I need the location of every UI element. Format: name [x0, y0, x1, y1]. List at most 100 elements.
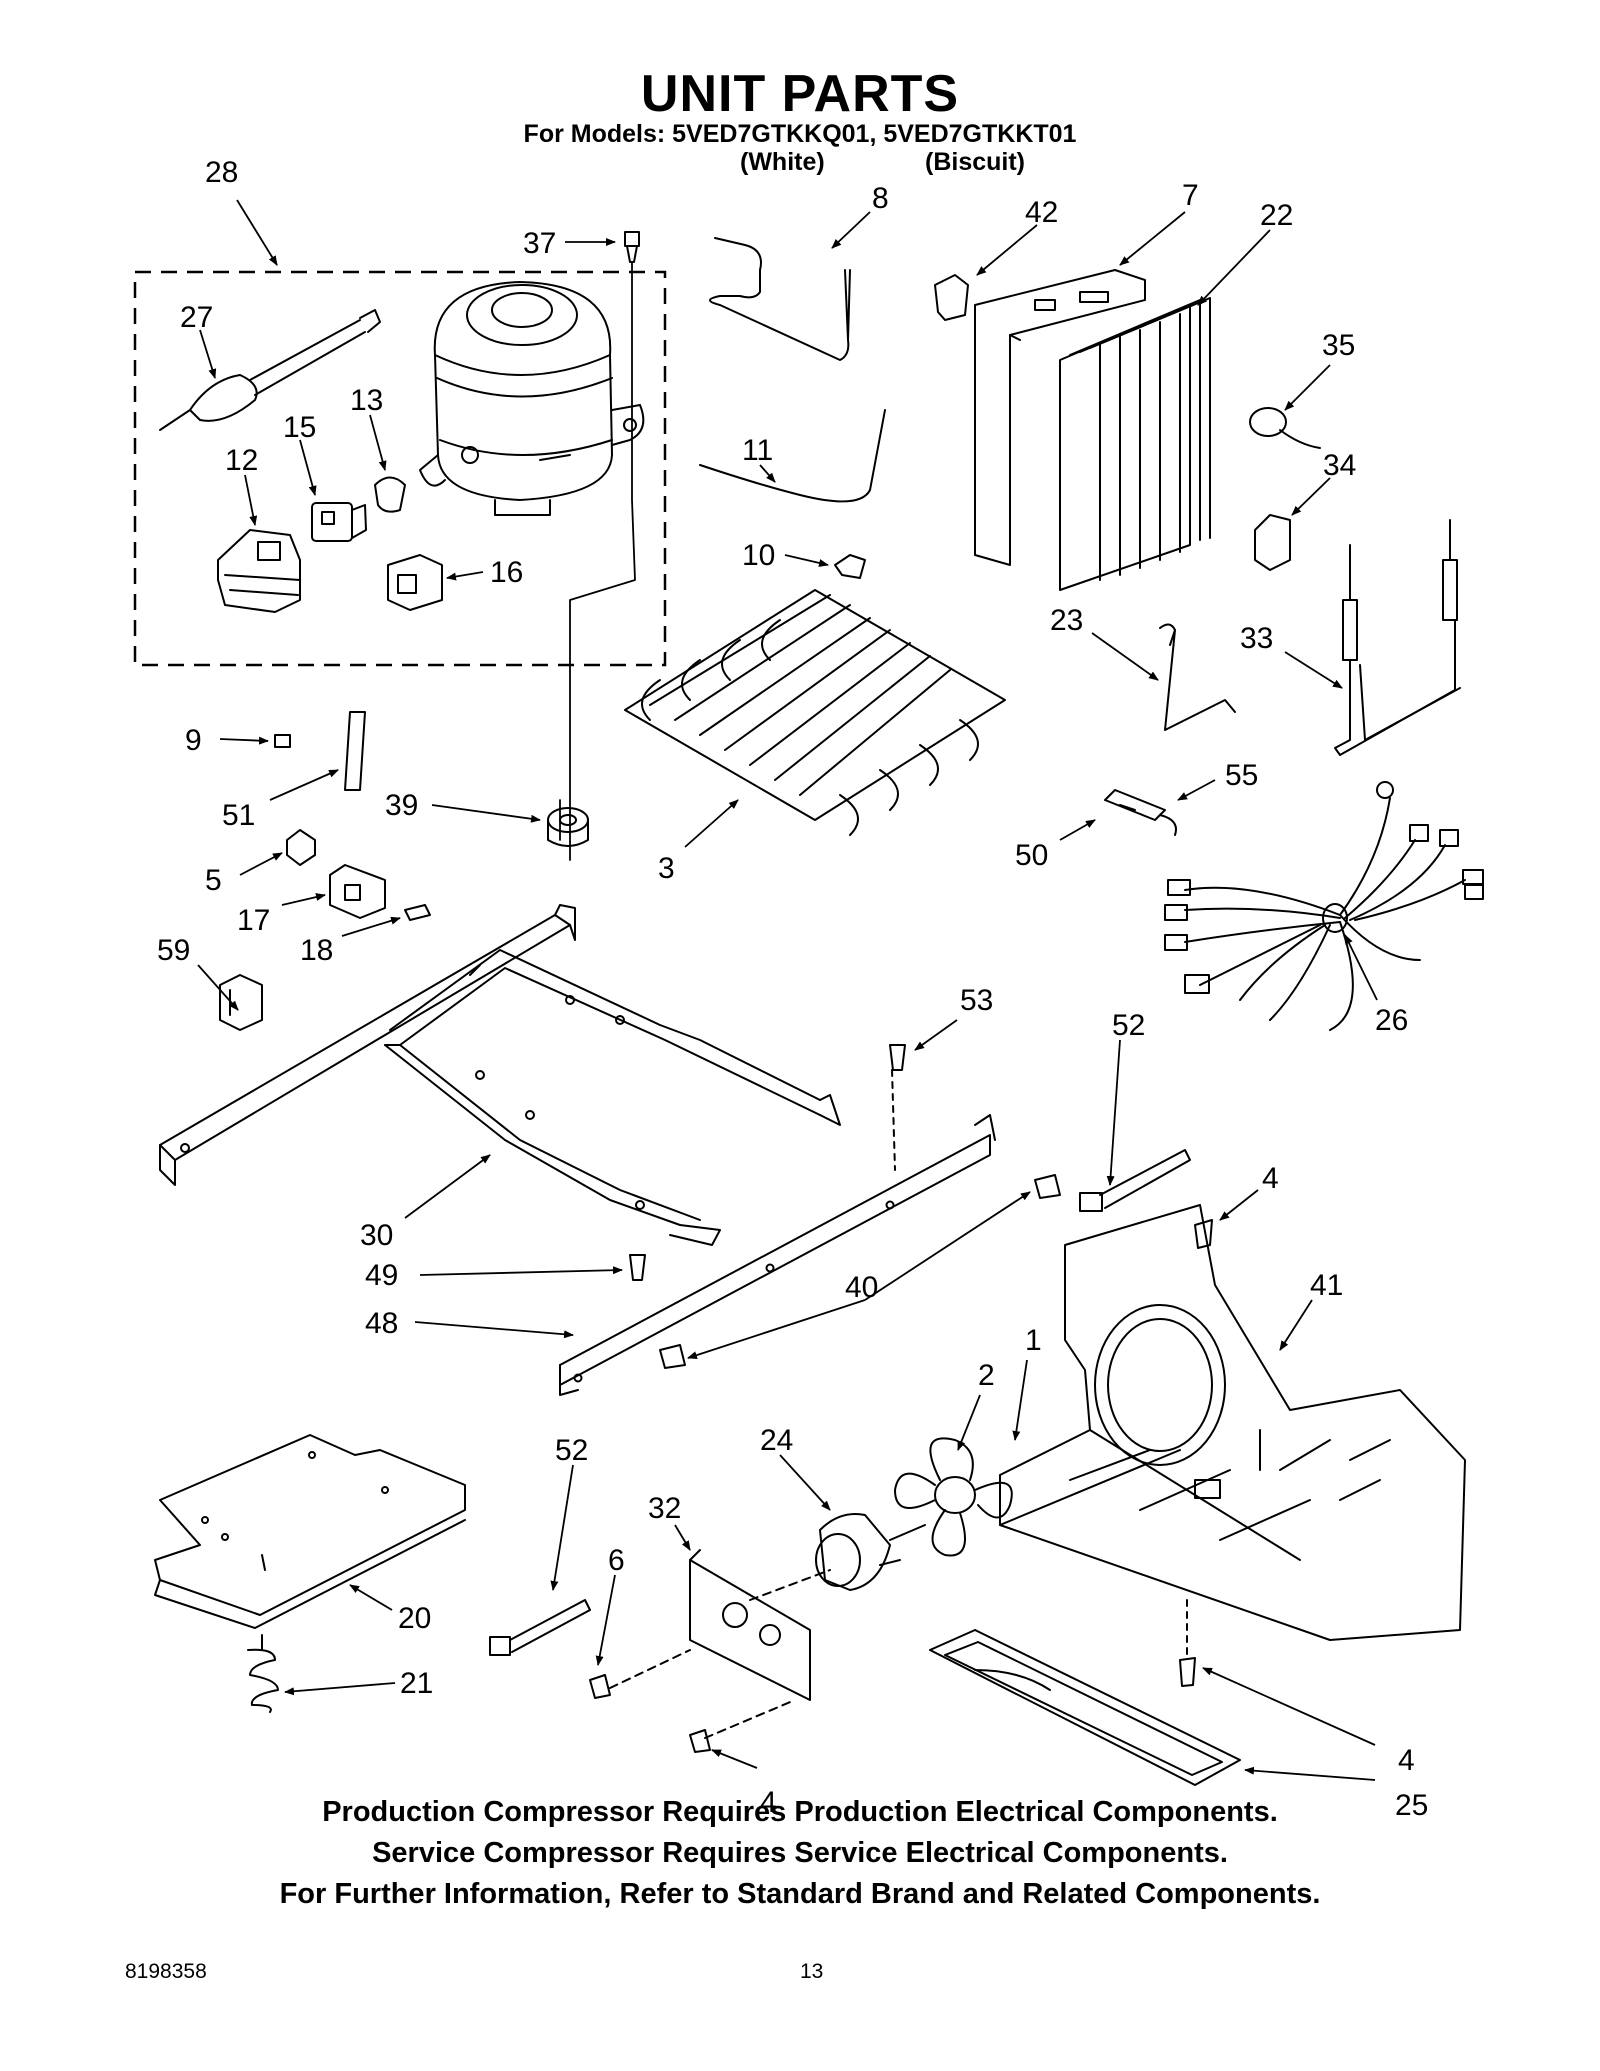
callout-32: 32 [648, 1492, 681, 1525]
defrost-sensor-drawing [1249, 407, 1321, 449]
tube-51-drawing [344, 711, 366, 791]
screw-4a-drawing [1194, 1219, 1213, 1249]
callout-40: 40 [845, 1271, 878, 1304]
hook-23-drawing [1159, 623, 1236, 731]
screw-4c-drawing [689, 1729, 711, 1753]
callout-24: 24 [760, 1424, 793, 1457]
compressor-assembly-box [133, 270, 667, 667]
callout-4-right: 4 [1398, 1744, 1415, 1777]
callout-23: 23 [1050, 604, 1083, 637]
callout-12: 12 [225, 444, 258, 477]
callout-4-upper: 4 [1262, 1162, 1279, 1195]
overload-protector-drawing [159, 309, 381, 431]
screw-40a-drawing [1034, 1174, 1061, 1199]
callout-35: 35 [1322, 329, 1355, 362]
callout-51: 51 [222, 799, 255, 832]
cable-tie-52a-drawing [1079, 1149, 1191, 1212]
screw-49-drawing [629, 1254, 646, 1281]
screw-53-drawing [889, 1044, 906, 1071]
callout-7: 7 [1182, 179, 1199, 212]
callout-11: 11 [742, 434, 773, 467]
callout-53: 53 [960, 984, 993, 1017]
callout-6: 6 [608, 1544, 625, 1577]
spring-drawing [247, 1634, 279, 1713]
callout-28: 28 [205, 156, 238, 189]
callout-10: 10 [742, 539, 775, 572]
callout-34: 34 [1323, 449, 1356, 482]
page-title: UNIT PARTS [640, 65, 960, 123]
callout-50: 50 [1015, 839, 1048, 872]
callout-52-upper: 52 [1112, 1009, 1145, 1042]
callout-17: 17 [237, 904, 270, 937]
callout-18: 18 [300, 934, 333, 967]
callout-41: 41 [1310, 1269, 1343, 1302]
callout-16: 16 [490, 556, 523, 589]
callout-48: 48 [365, 1307, 398, 1340]
start-device-drawing [217, 529, 301, 613]
callout-4-bottom: 4 [760, 1786, 777, 1819]
relay-drawing [311, 502, 367, 542]
callout-15: 15 [283, 411, 316, 444]
evaporator-cover-drawing [974, 269, 1146, 566]
clip-drawing [374, 476, 406, 513]
screw-40b-drawing [659, 1344, 686, 1369]
callout-37: 37 [523, 227, 556, 260]
base-shroud-drawing [999, 1204, 1466, 1641]
screw-6-drawing [589, 1674, 611, 1699]
clip-34-drawing [1254, 514, 1291, 571]
grommet-39-drawing [547, 807, 589, 847]
motor-bracket-drawing [689, 1549, 811, 1701]
clip-42-drawing [934, 274, 969, 321]
parts-5-17-18-drawing [286, 829, 431, 921]
callout-3: 3 [658, 852, 675, 885]
drain-pan-drawing [929, 1629, 1241, 1786]
callout-33: 33 [1240, 622, 1273, 655]
fan-motor-drawing [815, 1513, 926, 1591]
models-subtitle: For Models: 5VED7GTKKQ01, 5VED7GTKKT01 [523, 120, 1077, 148]
front-rail-drawing [559, 1114, 996, 1396]
tube-8-drawing [709, 237, 851, 361]
screw-4b-drawing [1179, 1657, 1196, 1687]
compressor-drawing [419, 281, 645, 516]
note-production: Production Compressor Requires Productio… [322, 1796, 1278, 1828]
base-rails-drawing [159, 904, 841, 1246]
clip-50-55-drawing [1104, 789, 1177, 836]
screw-37-drawing [624, 231, 640, 263]
note-further-info: For Further Information, Refer to Standa… [279, 1878, 1321, 1910]
callout-59: 59 [157, 934, 190, 967]
callout-27: 27 [180, 301, 213, 334]
cable-tie-52b-drawing [489, 1599, 591, 1656]
evaporator-coil-drawing [1059, 297, 1211, 591]
callout-1: 1 [1025, 1324, 1042, 1357]
base-plate-drawing [154, 1434, 466, 1629]
callout-26: 26 [1375, 1004, 1408, 1037]
callout-9: 9 [185, 724, 202, 757]
bracket-59-drawing [219, 974, 263, 1031]
callout-8: 8 [872, 182, 889, 215]
callout-25: 25 [1395, 1789, 1428, 1822]
callout-13: 13 [350, 384, 383, 417]
capacitor-drawing [387, 554, 443, 611]
document-number: 8198358 [125, 1960, 207, 1983]
callout-5: 5 [205, 864, 222, 897]
callout-20: 20 [398, 1602, 431, 1635]
page-number: 13 [800, 1960, 824, 1983]
tube-11-drawing [699, 409, 886, 503]
footer-notes: Production Compressor Requires Productio… [0, 1792, 1600, 1915]
variant-white-label: (White) [740, 148, 825, 176]
callout-30: 30 [360, 1219, 393, 1252]
callout-42: 42 [1025, 196, 1058, 229]
callout-39: 39 [385, 789, 418, 822]
fan-blade-drawing [894, 1437, 1013, 1557]
callout-49: 49 [365, 1259, 398, 1292]
callout-52-lower: 52 [555, 1434, 588, 1467]
callout-leaders [197, 199, 1378, 1781]
callout-2: 2 [978, 1359, 995, 1392]
callout-21: 21 [400, 1667, 433, 1700]
callout-55: 55 [1225, 759, 1258, 792]
wire-harness-drawing [1164, 781, 1484, 1031]
bracket-10-drawing [834, 554, 866, 579]
drier-tube-drawing [1334, 519, 1461, 756]
callout-22: 22 [1260, 199, 1293, 232]
